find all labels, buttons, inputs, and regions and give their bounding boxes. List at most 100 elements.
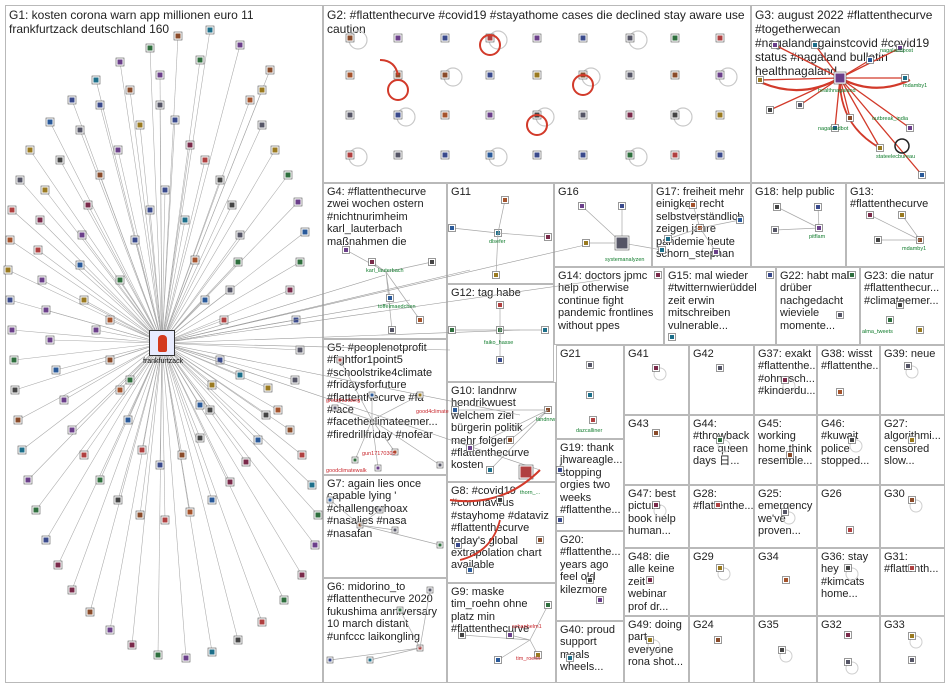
account-node[interactable] xyxy=(177,450,187,460)
account-node[interactable] xyxy=(715,33,725,43)
account-node[interactable] xyxy=(85,607,95,617)
account-node[interactable] xyxy=(664,235,672,243)
account-node[interactable] xyxy=(440,110,450,120)
account-node[interactable] xyxy=(297,450,307,460)
account-node[interactable] xyxy=(811,41,819,49)
account-node[interactable] xyxy=(195,433,205,443)
account-node[interactable] xyxy=(41,535,51,545)
account-node[interactable] xyxy=(40,185,50,195)
account-node[interactable] xyxy=(815,224,823,232)
account-node[interactable] xyxy=(466,444,474,452)
account-node[interactable] xyxy=(898,211,906,219)
account-node[interactable] xyxy=(67,95,77,105)
account-node[interactable] xyxy=(396,606,404,614)
account-node[interactable] xyxy=(668,333,676,341)
account-node[interactable] xyxy=(416,316,424,324)
account-node[interactable] xyxy=(215,175,225,185)
account-node[interactable] xyxy=(345,33,355,43)
account-node[interactable] xyxy=(95,170,105,180)
account-node[interactable] xyxy=(155,70,165,80)
account-node[interactable] xyxy=(670,70,680,80)
account-node[interactable] xyxy=(440,150,450,160)
account-node[interactable] xyxy=(736,216,744,224)
account-node[interactable] xyxy=(908,564,916,572)
account-node[interactable] xyxy=(586,576,594,584)
account-node[interactable] xyxy=(376,506,384,514)
account-node[interactable] xyxy=(205,25,215,35)
account-node[interactable] xyxy=(77,230,87,240)
account-node[interactable] xyxy=(285,285,295,295)
account-node[interactable] xyxy=(293,197,303,207)
account-node[interactable] xyxy=(297,570,307,580)
account-node[interactable] xyxy=(155,460,165,470)
account-node[interactable] xyxy=(904,362,912,370)
account-node[interactable] xyxy=(155,100,165,110)
account-node[interactable] xyxy=(534,651,542,659)
account-node[interactable] xyxy=(556,516,564,524)
account-node[interactable] xyxy=(91,75,101,85)
account-node[interactable] xyxy=(215,355,225,365)
account-node[interactable] xyxy=(207,647,217,657)
account-node[interactable] xyxy=(844,658,852,666)
healthnagaland-node[interactable] xyxy=(833,71,847,85)
account-node[interactable] xyxy=(115,385,125,395)
account-node[interactable] xyxy=(458,631,466,639)
account-node[interactable] xyxy=(7,325,17,335)
account-node[interactable] xyxy=(391,526,399,534)
account-node[interactable] xyxy=(366,656,374,664)
account-node[interactable] xyxy=(37,275,47,285)
account-node[interactable] xyxy=(393,150,403,160)
account-node[interactable] xyxy=(451,406,459,414)
account-node[interactable] xyxy=(714,636,722,644)
account-node[interactable] xyxy=(658,246,666,254)
account-node[interactable] xyxy=(426,586,434,594)
account-node[interactable] xyxy=(715,150,725,160)
account-node[interactable] xyxy=(265,65,275,75)
account-node[interactable] xyxy=(773,203,781,211)
account-node[interactable] xyxy=(310,540,320,550)
account-node[interactable] xyxy=(235,230,245,240)
account-node[interactable] xyxy=(219,315,229,325)
account-node[interactable] xyxy=(123,415,133,425)
account-node[interactable] xyxy=(115,57,125,67)
account-node[interactable] xyxy=(79,295,89,305)
account-node[interactable] xyxy=(200,295,210,305)
account-node[interactable] xyxy=(814,203,822,211)
account-node[interactable] xyxy=(257,85,267,95)
account-node[interactable] xyxy=(485,110,495,120)
account-node[interactable] xyxy=(454,541,462,549)
account-node[interactable] xyxy=(578,202,586,210)
account-node[interactable] xyxy=(908,632,916,640)
account-node[interactable] xyxy=(386,294,394,302)
account-node[interactable] xyxy=(831,124,839,132)
account-node[interactable] xyxy=(836,388,844,396)
account-node[interactable] xyxy=(113,495,123,505)
account-node[interactable] xyxy=(436,541,444,549)
account-node[interactable] xyxy=(670,150,680,160)
account-node[interactable] xyxy=(127,640,137,650)
account-node[interactable] xyxy=(715,70,725,80)
account-node[interactable] xyxy=(170,115,180,125)
account-node[interactable] xyxy=(532,33,542,43)
account-node[interactable] xyxy=(440,33,450,43)
account-node[interactable] xyxy=(235,40,245,50)
account-node[interactable] xyxy=(618,202,626,210)
account-node[interactable] xyxy=(283,170,293,180)
account-node[interactable] xyxy=(295,257,305,267)
account-node[interactable] xyxy=(388,326,396,334)
account-node[interactable] xyxy=(848,271,856,279)
account-node[interactable] xyxy=(541,326,549,334)
account-node[interactable] xyxy=(886,316,894,324)
frankfurtzack-hub-node[interactable] xyxy=(149,330,175,356)
account-node[interactable] xyxy=(342,246,350,254)
account-node[interactable] xyxy=(532,150,542,160)
account-node[interactable] xyxy=(544,601,552,609)
account-node[interactable] xyxy=(908,436,916,444)
account-node[interactable] xyxy=(351,456,359,464)
account-node[interactable] xyxy=(263,383,273,393)
account-node[interactable] xyxy=(496,301,504,309)
account-node[interactable] xyxy=(279,595,289,605)
account-node[interactable] xyxy=(241,457,251,467)
account-node[interactable] xyxy=(866,211,874,219)
account-node[interactable] xyxy=(848,436,856,444)
